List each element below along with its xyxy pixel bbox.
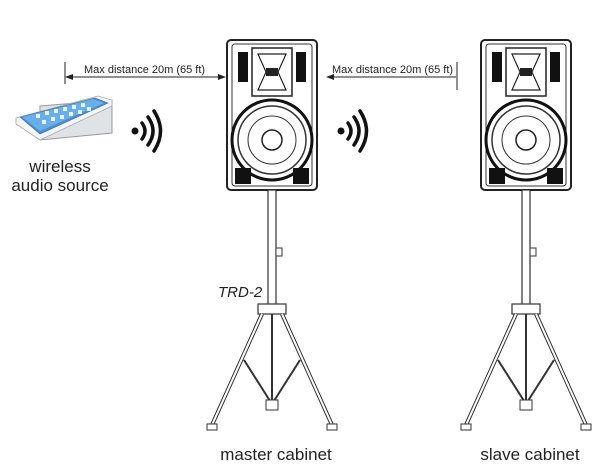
distance-arrow-right xyxy=(326,62,458,90)
master-stand xyxy=(206,189,338,431)
wireless-signal-icon xyxy=(131,109,163,153)
distance-label-right: Max distance 20m (65 ft) xyxy=(332,64,453,76)
distance-arrow-left xyxy=(64,62,226,84)
master-cabinet-label: master cabinet xyxy=(220,445,332,464)
slave-cabinet-label: slave cabinet xyxy=(480,445,580,464)
distance-label-left: Max distance 20m (65 ft) xyxy=(84,64,205,76)
slave-stand xyxy=(460,189,592,431)
source-label-line2: audio source xyxy=(11,176,108,195)
master-speaker xyxy=(226,39,318,191)
tablet-icon xyxy=(15,95,113,141)
wireless-signal-icon xyxy=(337,109,369,153)
stand-model-label: TRD-2 xyxy=(218,284,263,301)
slave-speaker xyxy=(480,39,572,191)
source-label-line1: wireless xyxy=(28,157,90,176)
